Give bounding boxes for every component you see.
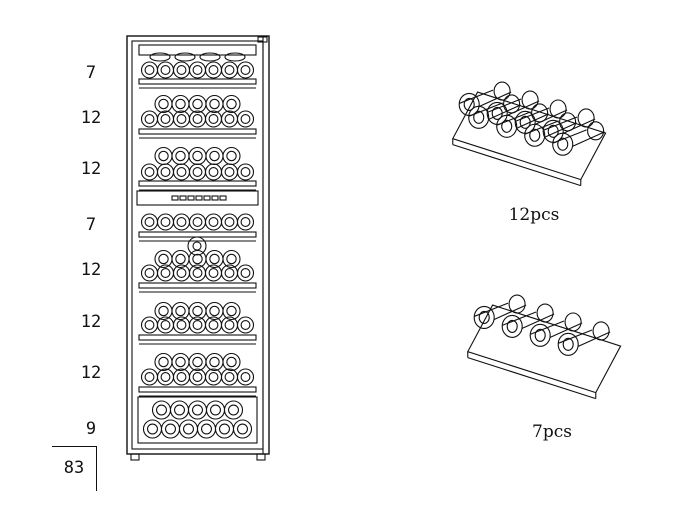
total-bracket: [52, 446, 97, 491]
shelf-count-8: 9: [85, 419, 97, 439]
shelf-count-6: 12: [80, 312, 102, 332]
shelf-count-4: 7: [85, 215, 97, 235]
half-shelf-drawing-icon: [466, 294, 622, 400]
shelf-count-2: 12: [80, 108, 102, 128]
shelf-type-caption-7pcs: 7pcs: [532, 422, 572, 442]
shelf-count-1: 7: [85, 63, 97, 83]
shelf-count-7: 12: [80, 363, 102, 383]
wine-cabinet-drawing-icon: [126, 35, 270, 461]
full-shelf-drawing-icon: [451, 81, 607, 187]
shelf-count-3: 12: [80, 159, 102, 179]
total-count: 83: [63, 458, 85, 478]
shelf-count-5: 12: [80, 260, 102, 280]
shelf-type-caption-12pcs: 12pcs: [508, 205, 560, 225]
